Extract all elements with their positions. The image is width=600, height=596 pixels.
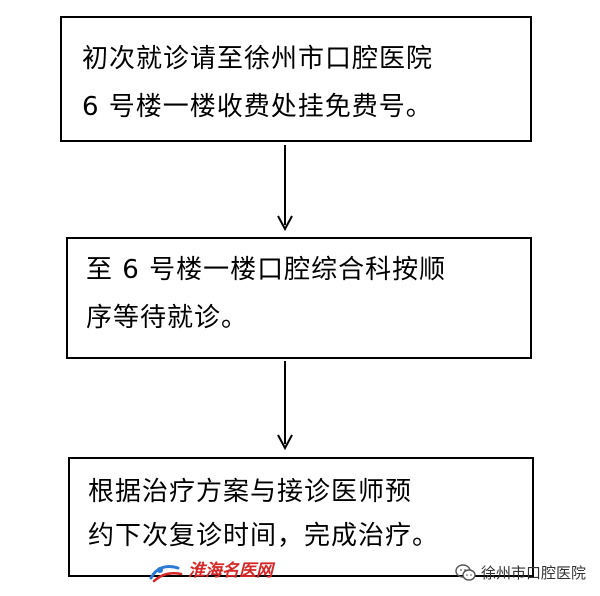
step-box-3: 根据治疗方案与接诊医师预 约下次复诊时间，完成治疗。 [68, 457, 534, 577]
step-3-line-2: 约下次复诊时间，完成治疗。 [88, 521, 440, 551]
wechat-icon [455, 564, 476, 581]
watermark-right-text: 徐州市口腔医院 [481, 564, 587, 582]
step-1-line-1: 初次就诊请至徐州市口腔医院 [82, 44, 434, 74]
watermark-left-text: 淮海名医网 [188, 561, 273, 581]
step-2-line-1: 至 6 号楼一楼口腔综合科按顺 [86, 255, 447, 285]
step-3-line-1: 根据治疗方案与接诊医师预 [88, 477, 413, 507]
step-box-1: 初次就诊请至徐州市口腔医院 6 号楼一楼收费处挂免费号。 [60, 16, 532, 142]
watermark-logo-icon [149, 564, 183, 583]
step-2-line-2: 序等待就诊。 [86, 303, 249, 333]
arrow-step2-to-step3 [277, 361, 293, 451]
step-box-2: 至 6 号楼一楼口腔综合科按顺 序等待就诊。 [66, 237, 532, 359]
watermark-left: 淮海名医网 [148, 560, 278, 586]
step-1-line-2: 6 号楼一楼收费处挂免费号。 [82, 92, 433, 122]
watermark-right: 徐州市口腔医院 [455, 561, 595, 585]
arrow-step1-to-step2 [277, 145, 293, 232]
